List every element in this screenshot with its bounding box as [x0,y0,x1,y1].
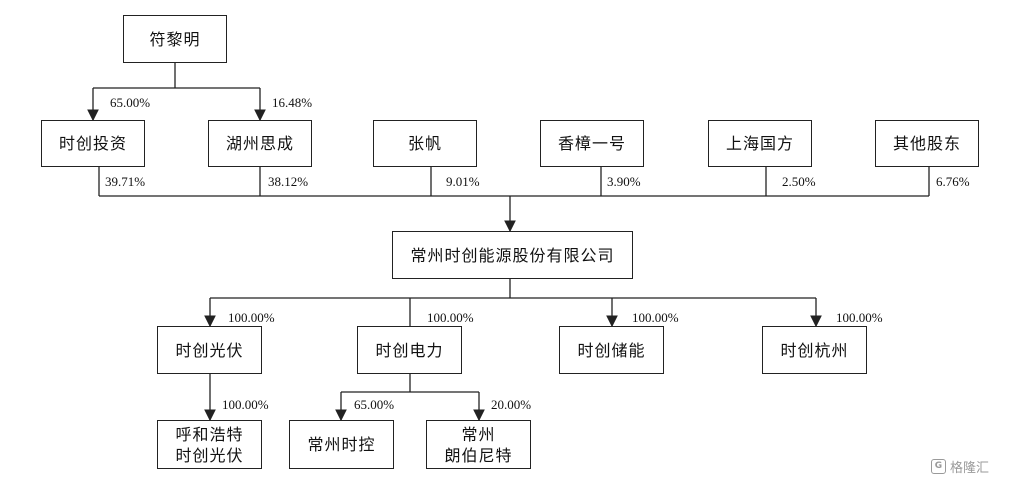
pct-sicheng-to-company: 38.12% [268,174,309,189]
pct-touzi-to-company: 39.71% [105,174,146,189]
watermark: G 格隆汇 [930,457,989,476]
pct-fu-to-sicheng: 16.48% [272,95,313,110]
pct-zhangfan-to-company: 9.01% [446,174,480,189]
pct-xiangzhang-to-company: 3.90% [607,174,641,189]
node-qita-gudong: 其他股东 [875,120,979,167]
node-changzhou-langbonite: 常州 朗伯尼特 [426,420,531,469]
node-fu-liming: 符黎明 [123,15,227,63]
node-shichuang-chuneng: 时创储能 [559,326,664,374]
pct-qita-to-company: 6.76% [936,174,970,189]
node-huzhou-sicheng: 湖州思成 [208,120,312,167]
pct-company-to-chuneng: 100.00% [632,310,679,325]
pct-guangfu-to-huhehaote: 100.00% [222,397,269,412]
node-shichuang-dianli: 时创电力 [357,326,462,374]
pct-company-to-guangfu: 100.00% [228,310,275,325]
node-shanghai-guofang: 上海国方 [708,120,812,167]
node-company: 常州时创能源股份有限公司 [392,231,633,279]
gelonghui-logo-icon: G [930,459,946,474]
node-xiangzhang-yihao: 香樟一号 [540,120,644,167]
watermark-text: 格隆汇 [949,461,989,476]
node-shichuang-guangfu: 时创光伏 [157,326,262,374]
pct-company-to-dianli: 100.00% [427,310,474,325]
pct-guofang-to-company: 2.50% [782,174,816,189]
pct-fu-to-touzi: 65.00% [110,95,151,110]
node-changzhou-shikong: 常州时控 [289,420,394,469]
node-huhehaote-guangfu: 呼和浩特 时创光伏 [157,420,262,469]
pct-dianli-to-shikong: 65.00% [354,397,395,412]
pct-company-to-hangzhou: 100.00% [836,310,883,325]
node-zhang-fan: 张帆 [373,120,477,167]
node-shichuang-touzi: 时创投资 [41,120,145,167]
node-shichuang-hangzhou: 时创杭州 [762,326,867,374]
pct-dianli-to-langbonite: 20.00% [491,397,532,412]
